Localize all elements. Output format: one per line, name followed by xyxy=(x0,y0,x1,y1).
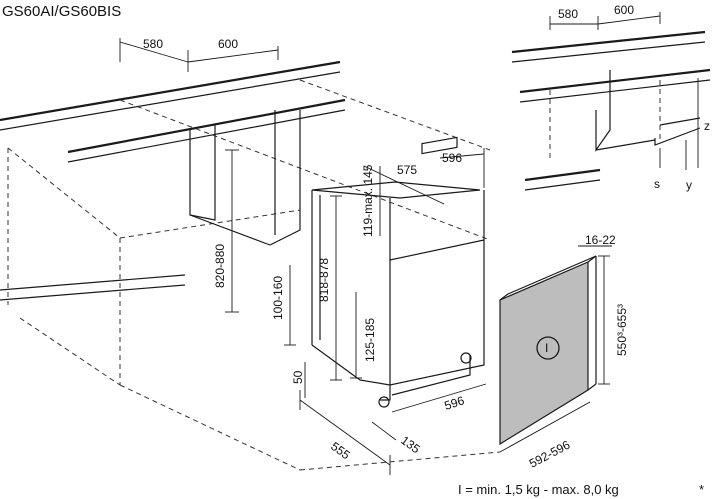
dim-foot-height: 125-185 xyxy=(363,318,377,362)
dim-detail-width: 580 xyxy=(558,7,578,21)
dim-top-width: 580 xyxy=(143,37,163,51)
dim-detail-y: y xyxy=(686,178,692,192)
dim-plinth-height: 100-160 xyxy=(271,276,285,320)
dim-niche-height: 820-880 xyxy=(213,244,227,288)
door-weight-marker-label: I xyxy=(545,341,548,355)
dim-panel-height: 119-max. 145 xyxy=(361,164,375,237)
model-title: GS60AI/GS60BIS xyxy=(2,3,121,20)
dim-foot-offset: 50 xyxy=(291,370,305,384)
dim-detail-depth: 600 xyxy=(614,3,634,17)
footnote: I = min. 1,5 kg - max. 8,0 kg xyxy=(458,482,619,497)
door-weight-marker xyxy=(536,336,560,360)
dim-detail-z: z xyxy=(704,119,710,133)
dim-width-bottom: 596 xyxy=(443,393,467,413)
dim-plinth-setback: 135 xyxy=(398,433,423,456)
dim-door-width: 592-596 xyxy=(527,437,573,470)
dim-top-depth: 600 xyxy=(218,37,238,51)
dim-detail-s: s xyxy=(654,177,660,191)
detail-view: 580 600 z s y xyxy=(511,3,711,192)
dim-depth-bottom: 555 xyxy=(328,439,353,462)
main-cabinet-view xyxy=(0,60,501,471)
dim-door-height: 550³-655³ xyxy=(615,304,629,356)
dim-door-thickness: 16-22 xyxy=(585,233,616,247)
dim-appliance-width: 596 xyxy=(442,151,462,165)
door-panel: I 16-22 550³-655³ 592-596 xyxy=(499,233,629,471)
footnote-mark: * xyxy=(699,482,704,497)
main-dimensions: 580 600 820-880 575 596 119-max. 145 818… xyxy=(119,37,487,475)
dim-appliance-depth-top: 575 xyxy=(397,163,417,177)
dim-appliance-height: 818-878 xyxy=(317,258,331,302)
